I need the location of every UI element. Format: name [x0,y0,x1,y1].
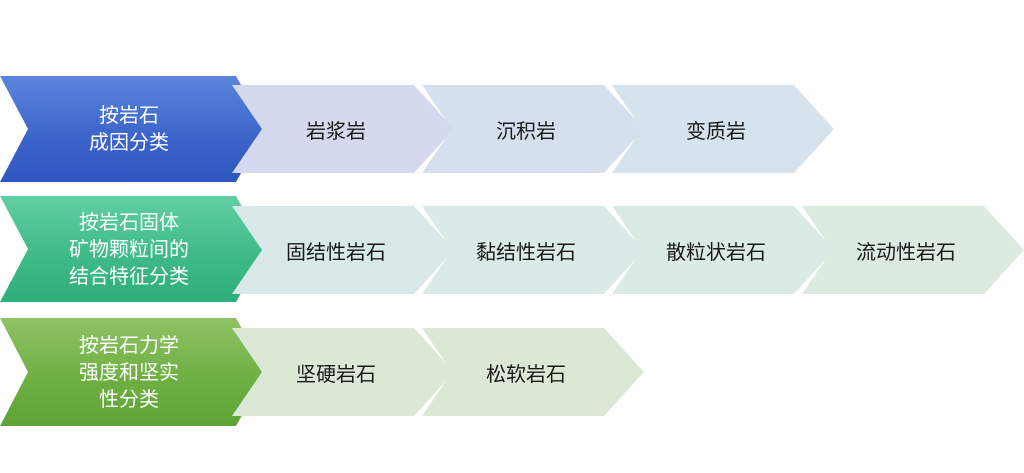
item-label: 散粒状岩石 [666,239,766,264]
item-chevron-soft-rock: 松软岩石 [422,328,644,416]
item-chevron-sedimentary: 沉积岩 [422,85,644,173]
item-label: 坚硬岩石 [296,361,376,386]
item-chevron-hard-rock: 坚硬岩石 [232,328,454,416]
category-label-line: 性分类 [99,386,159,411]
item-chevron-igneous: 岩浆岩 [232,85,454,173]
category-label-bonding: 按岩石固体 矿物颗粒间的 结合特征分类 [69,209,189,290]
category-chevron-strength: 按岩石力学 强度和坚实 性分类 [0,318,266,426]
item-chevron-granular: 散粒状岩石 [612,206,834,294]
category-chevron-genesis: 按岩石 成因分类 [0,76,266,182]
item-chevron-metamorphic: 变质岩 [612,85,834,173]
item-label: 流动性岩石 [856,239,956,264]
item-label: 黏结性岩石 [476,239,576,264]
category-label-line: 按岩石固体 [79,209,179,234]
item-label: 岩浆岩 [306,118,366,143]
item-label: 固结性岩石 [286,239,386,264]
category-label-strength: 按岩石力学 强度和坚实 性分类 [79,332,179,413]
item-label: 松软岩石 [486,361,566,386]
item-chevron-consolidated: 固结性岩石 [232,206,454,294]
category-label-line: 结合特征分类 [69,263,189,288]
category-label-line: 按岩石力学 [79,332,179,357]
category-chevron-bonding: 按岩石固体 矿物颗粒间的 结合特征分类 [0,196,266,302]
category-label-line: 矿物颗粒间的 [69,236,189,261]
item-label: 沉积岩 [496,118,556,143]
category-label-line: 强度和坚实 [79,359,179,384]
category-label-genesis: 按岩石 成因分类 [89,102,169,156]
item-chevron-cohesive: 黏结性岩石 [422,206,644,294]
category-label-line: 按岩石 [99,103,159,127]
item-label: 变质岩 [686,118,746,143]
item-chevron-fluid: 流动性岩石 [802,206,1024,294]
category-label-line: 成因分类 [89,130,169,154]
